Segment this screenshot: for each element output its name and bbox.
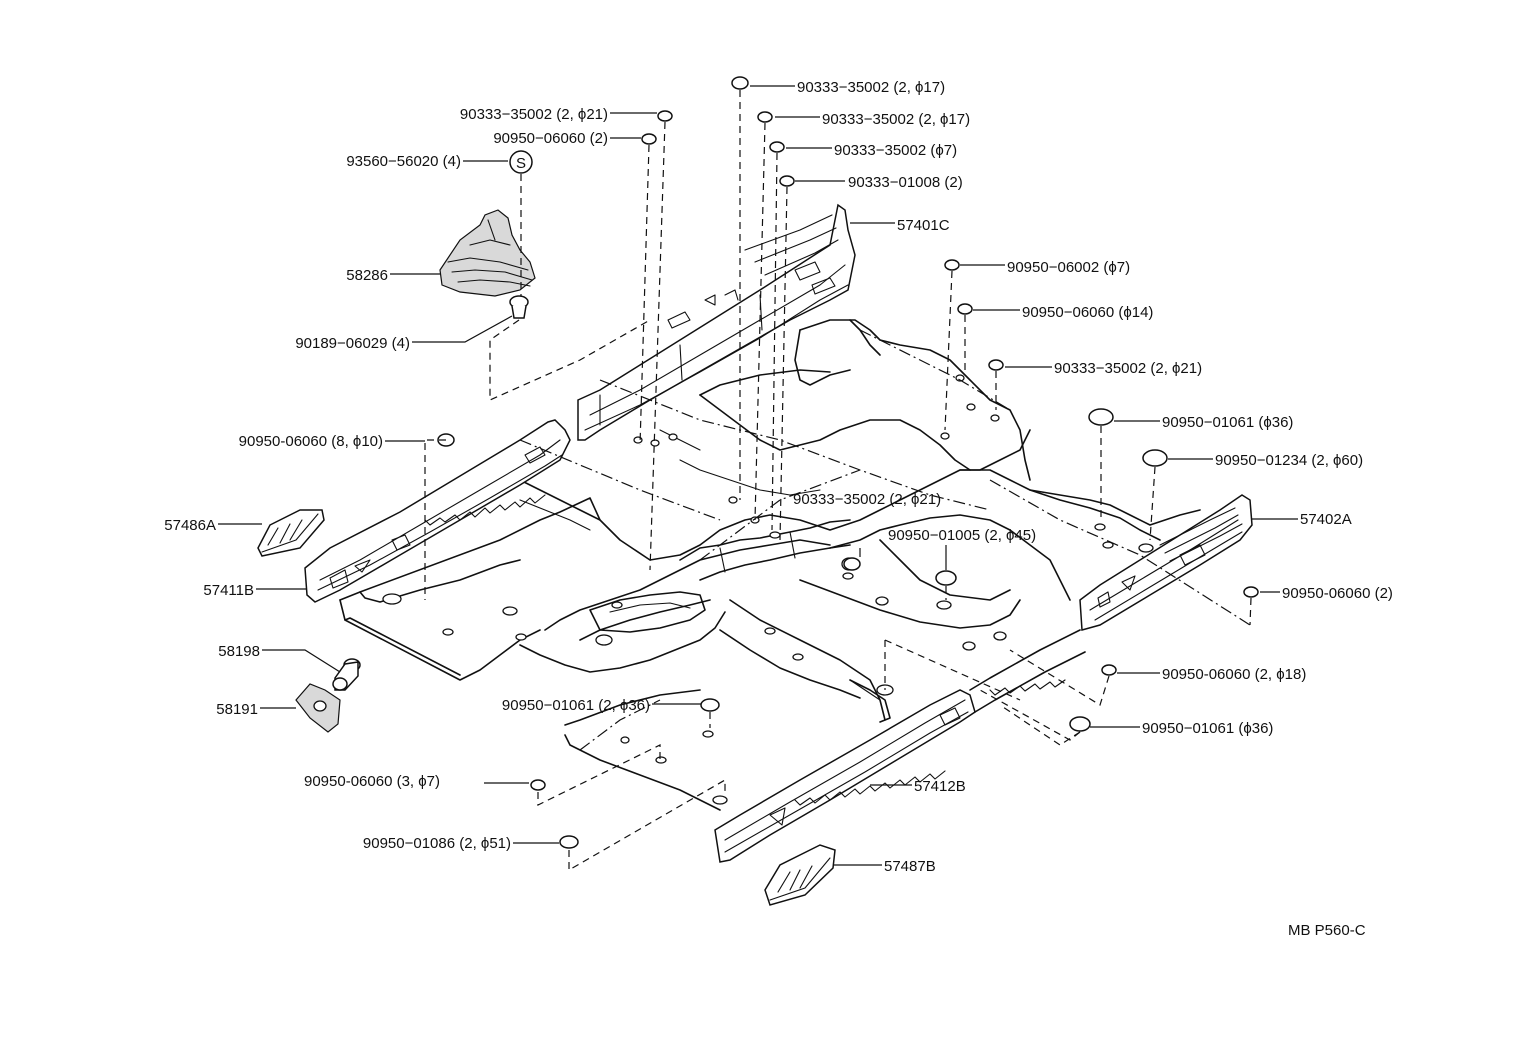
callout-labels: 90333−35002 (2, ϕ17) 90333−35002 (2, ϕ21…	[164, 79, 1393, 939]
label-57402a: 57402A	[1300, 511, 1352, 528]
label-90950-06060-8-10: 90950-06060 (8, ϕ10)	[239, 433, 383, 450]
rocker-extension	[969, 629, 1086, 713]
label-58191: 58191	[216, 701, 258, 718]
label-90950-06060-2-a: 90950−06060 (2)	[493, 130, 608, 147]
label-90950-01086: 90950−01086 (2, ϕ51)	[363, 835, 511, 852]
assembly-lines	[424, 90, 1252, 872]
label-58198: 58198	[218, 643, 260, 660]
label-90333-35002-2-21-b: 90333−35002 (2, ϕ21)	[1054, 360, 1202, 377]
label-90950-06060-2-18: 90950-06060 (2, ϕ18)	[1162, 666, 1306, 683]
label-90333-35002-7: 90333−35002 (ϕ7)	[834, 142, 957, 159]
label-90950-01061-36-b: 90950−01061 (ϕ36)	[1142, 720, 1273, 737]
part-57402a-right-sill	[1079, 494, 1253, 631]
part-57411b-left-sill	[304, 419, 571, 603]
part-57412b-right-sill	[714, 689, 976, 863]
label-90189-06029: 90189−06029 (4)	[295, 335, 410, 352]
part-58198-bushing	[332, 658, 361, 691]
label-57412b: 57412B	[914, 778, 966, 795]
part-57487b-pad	[764, 844, 836, 906]
label-93560-56020: 93560−56020 (4)	[346, 153, 461, 170]
part-57401c-rear-member	[577, 203, 856, 441]
label-90950-06060-14: 90950−06060 (ϕ14)	[1022, 304, 1153, 321]
label-90333-35002-2-17-a: 90333−35002 (2, ϕ17)	[797, 79, 945, 96]
label-58286: 58286	[346, 267, 388, 284]
label-90333-35002-2-17-b: 90333−35002 (2, ϕ17)	[822, 111, 970, 128]
label-57486a: 57486A	[164, 517, 216, 534]
label-90333-35002-2-21-a: 90333−35002 (2, ϕ21)	[460, 106, 608, 123]
label-90950-01061-36-a: 90950−01061 (ϕ36)	[1162, 414, 1293, 431]
leader-lines	[218, 85, 1298, 866]
plugs	[437, 76, 1259, 849]
part-90189-clip	[509, 295, 529, 319]
label-90950-06002: 90950−06002 (ϕ7)	[1007, 259, 1130, 276]
floor-pan	[339, 319, 1201, 811]
label-90950-06060-3-7: 90950-06060 (3, ϕ7)	[304, 773, 440, 790]
label-90950-06060-2-b: 90950-06060 (2)	[1282, 585, 1393, 602]
label-90950-01234: 90950−01234 (2, ϕ60)	[1215, 452, 1363, 469]
label-90333-01008: 90333−01008 (2)	[848, 174, 963, 191]
part-57486a-pad	[257, 509, 325, 557]
part-58286-cover	[439, 209, 536, 297]
label-57411b: 57411B	[203, 582, 254, 599]
reference-code: MB P560-C	[1288, 922, 1366, 939]
s-symbol-text: S	[516, 155, 526, 172]
label-57401c: 57401C	[897, 217, 950, 234]
label-57487b: 57487B	[884, 858, 936, 875]
s-symbol: S	[509, 150, 533, 174]
label-90950-01061-2-36: 90950−01061 (2, ϕ36)	[502, 697, 650, 714]
label-90950-01005: 90950−01005 (2, ϕ45)	[888, 527, 1036, 544]
label-90333-35002-2-21-c: 90333−35002 (2, ϕ21)	[793, 491, 941, 508]
part-58191-bracket	[295, 683, 341, 733]
